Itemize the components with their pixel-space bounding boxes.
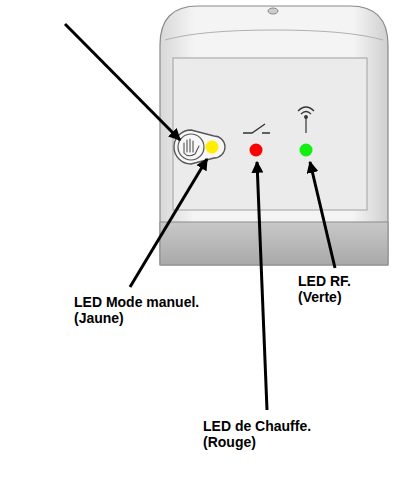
switch-symbol xyxy=(243,124,270,133)
leader-arrow xyxy=(257,162,267,410)
housing xyxy=(160,6,388,265)
yellow-led xyxy=(206,141,219,154)
leader-arrow xyxy=(65,24,180,140)
leader-arrows xyxy=(65,24,335,410)
led-label: LED Mode manuel. (Jaune) xyxy=(74,294,202,326)
housing-edge xyxy=(165,30,383,40)
green-led xyxy=(300,144,313,157)
led-label: LED RF. (Verte) xyxy=(298,273,378,305)
hand-icon-ring xyxy=(178,134,204,160)
leader-arrow xyxy=(130,159,207,287)
housing-base xyxy=(160,222,388,265)
hand-icon xyxy=(184,139,199,156)
led-label: LED de Chauffe. (Rouge) xyxy=(203,418,327,450)
red-led xyxy=(250,144,263,157)
antenna-symbol xyxy=(298,107,314,133)
front-panel xyxy=(173,58,367,210)
button-outline xyxy=(174,130,225,164)
leader-arrow xyxy=(310,162,335,268)
fixing-hole xyxy=(268,8,278,14)
